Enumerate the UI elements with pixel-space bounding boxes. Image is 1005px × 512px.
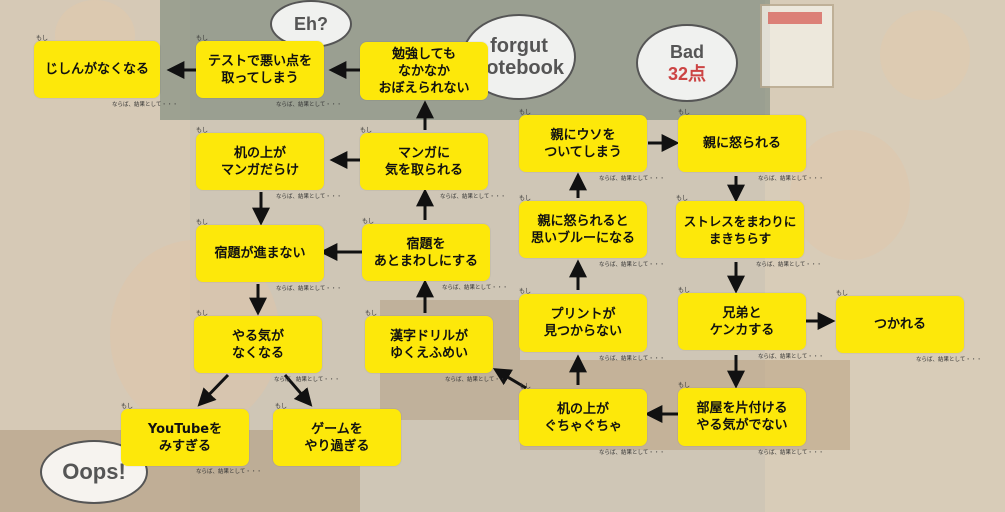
bubble-text-bad: Bad bbox=[669, 42, 704, 62]
node-label: 親に怒られる bbox=[702, 136, 781, 151]
then-label: ならば、結果として・・・ bbox=[758, 354, 824, 360]
node-postpone-homework: 宿題を あとまわしにする bbox=[362, 224, 490, 281]
mother-figure bbox=[880, 10, 970, 100]
bubble-text-oops: Oops! bbox=[62, 459, 126, 484]
node-label: 親に怒られると 思いブルーになる bbox=[530, 213, 635, 246]
then-label: ならば、結果として・・・ bbox=[112, 102, 178, 108]
if-label: もし bbox=[365, 310, 378, 317]
if-label: もし bbox=[836, 290, 849, 297]
then-label: ならば、結果として・・・ bbox=[196, 469, 262, 475]
node-desk-full-of-manga: 机の上が マンガだらけ bbox=[196, 133, 324, 190]
node-lose-confidence: じしんがなくなる bbox=[34, 41, 160, 98]
node-label: 宿題を あとまわしにする bbox=[373, 236, 479, 269]
then-label: ならば、結果として・・・ bbox=[756, 262, 822, 268]
node-label: つかれる bbox=[873, 317, 926, 332]
wall-poster-header bbox=[768, 12, 822, 24]
node-messy-desk: 机の上が ぐちゃぐちゃ bbox=[519, 389, 647, 446]
node-label: じしんがなくなる bbox=[44, 62, 149, 77]
if-label: もし bbox=[676, 195, 689, 202]
speech-bubble-bad: Bad 32点 bbox=[636, 24, 738, 102]
if-label: もし bbox=[678, 382, 691, 389]
node-cannot-memorize: 勉強しても なかなか おぼえられない bbox=[360, 42, 488, 100]
if-label: もし bbox=[678, 287, 691, 294]
then-label: ならば、結果として・・・ bbox=[599, 450, 665, 456]
if-label: もし bbox=[519, 383, 532, 390]
if-label: もし bbox=[196, 219, 209, 226]
node-label: ゲームを やり過ぎる bbox=[304, 421, 370, 454]
node-spread-stress: ストレスをまわりに まきちらす bbox=[676, 201, 804, 258]
node-lose-motivation: やる気が なくなる bbox=[194, 316, 322, 373]
arrow-n8-n10 bbox=[197, 373, 230, 407]
if-label: もし bbox=[519, 195, 532, 202]
arrow-n19-n9 bbox=[492, 368, 527, 390]
node-label: やる気が なくなる bbox=[231, 328, 284, 361]
node-label: 宿題が進まない bbox=[214, 246, 306, 261]
node-label: マンガに 気を取られる bbox=[384, 145, 463, 178]
node-fight-with-siblings: 兄弟と ケンカする bbox=[678, 293, 806, 350]
then-label: ならば、結果として・・・ bbox=[758, 450, 824, 456]
node-scolded-by-parents: 親に怒られる bbox=[678, 115, 806, 172]
node-label: ストレスをまわりに まきちらす bbox=[683, 213, 797, 246]
then-label: ならば、結果として・・・ bbox=[916, 357, 982, 363]
then-label: ならば、結果として・・・ bbox=[276, 102, 342, 108]
then-label: ならば、結果として・・・ bbox=[445, 377, 511, 383]
then-label: ならば、結果として・・・ bbox=[440, 194, 506, 200]
bubble-text-eh: Eh? bbox=[294, 13, 328, 34]
then-label: ならば、結果として・・・ bbox=[599, 262, 665, 268]
then-label: ならば、結果として・・・ bbox=[442, 285, 508, 291]
node-too-much-youtube: YouTubeを みすぎる bbox=[121, 409, 249, 466]
if-label: もし bbox=[121, 403, 134, 410]
node-label: 親にウソを ついてしまう bbox=[544, 127, 622, 160]
then-label: ならば、結果として・・・ bbox=[599, 176, 665, 182]
node-label: 机の上が ぐちゃぐちゃ bbox=[543, 401, 622, 434]
boy-figure bbox=[790, 130, 910, 260]
if-label: もし bbox=[275, 403, 288, 410]
node-label: 部屋を片付ける やる気がでない bbox=[696, 401, 788, 433]
node-label: テストで悪い点を 取ってしまう bbox=[207, 53, 312, 86]
node-homework-stalls: 宿題が進まない bbox=[196, 225, 324, 282]
speech-bubble-eh: Eh? bbox=[270, 0, 352, 48]
if-label: もし bbox=[519, 288, 532, 295]
node-label: 机の上が マンガだらけ bbox=[220, 145, 299, 178]
node-label: 兄弟と ケンカする bbox=[709, 305, 775, 338]
node-get-tired: つかれる bbox=[836, 296, 964, 353]
bubble-text-notebook: notebook bbox=[474, 57, 564, 79]
then-label: ならば、結果として・・・ bbox=[599, 356, 665, 362]
if-label: もし bbox=[519, 109, 532, 116]
if-label: もし bbox=[196, 127, 209, 134]
node-no-motivation-to-clean: 部屋を片付ける やる気がでない bbox=[678, 388, 806, 446]
node-kanji-drill-missing: 漢字ドリルが ゆくえふめい bbox=[365, 316, 493, 373]
node-label: 勉強しても なかなか おぼえられない bbox=[378, 46, 470, 96]
node-label: YouTubeを みすぎる bbox=[147, 421, 223, 454]
node-label: プリントが 見つからない bbox=[543, 307, 622, 339]
node-lie-to-parents: 親にウソを ついてしまう bbox=[519, 115, 647, 172]
bubble-text-score: 32点 bbox=[667, 64, 707, 84]
then-label: ならば、結果として・・・ bbox=[758, 176, 824, 182]
node-bad-test-score: テストで悪い点を 取ってしまう bbox=[196, 41, 324, 98]
node-distracted-by-manga: マンガに 気を取られる bbox=[360, 133, 488, 190]
if-label: もし bbox=[36, 35, 49, 42]
if-label: もし bbox=[678, 109, 691, 116]
bubble-text-forgot: forgut bbox=[490, 35, 548, 57]
arrow-n8-n11 bbox=[283, 374, 313, 407]
node-too-much-games: ゲームを やり過ぎる bbox=[273, 409, 401, 466]
if-label: もし bbox=[360, 127, 373, 134]
if-label: もし bbox=[196, 35, 209, 42]
node-label: 漢字ドリルが ゆくえふめい bbox=[389, 328, 468, 361]
if-label: もし bbox=[362, 218, 375, 225]
then-label: ならば、結果として・・・ bbox=[274, 377, 340, 383]
node-feel-blue: 親に怒られると 思いブルーになる bbox=[519, 201, 647, 258]
if-label: もし bbox=[196, 310, 209, 317]
then-label: ならば、結果として・・・ bbox=[276, 286, 342, 292]
node-print-not-found: プリントが 見つからない bbox=[519, 294, 647, 352]
then-label: ならば、結果として・・・ bbox=[276, 194, 342, 200]
